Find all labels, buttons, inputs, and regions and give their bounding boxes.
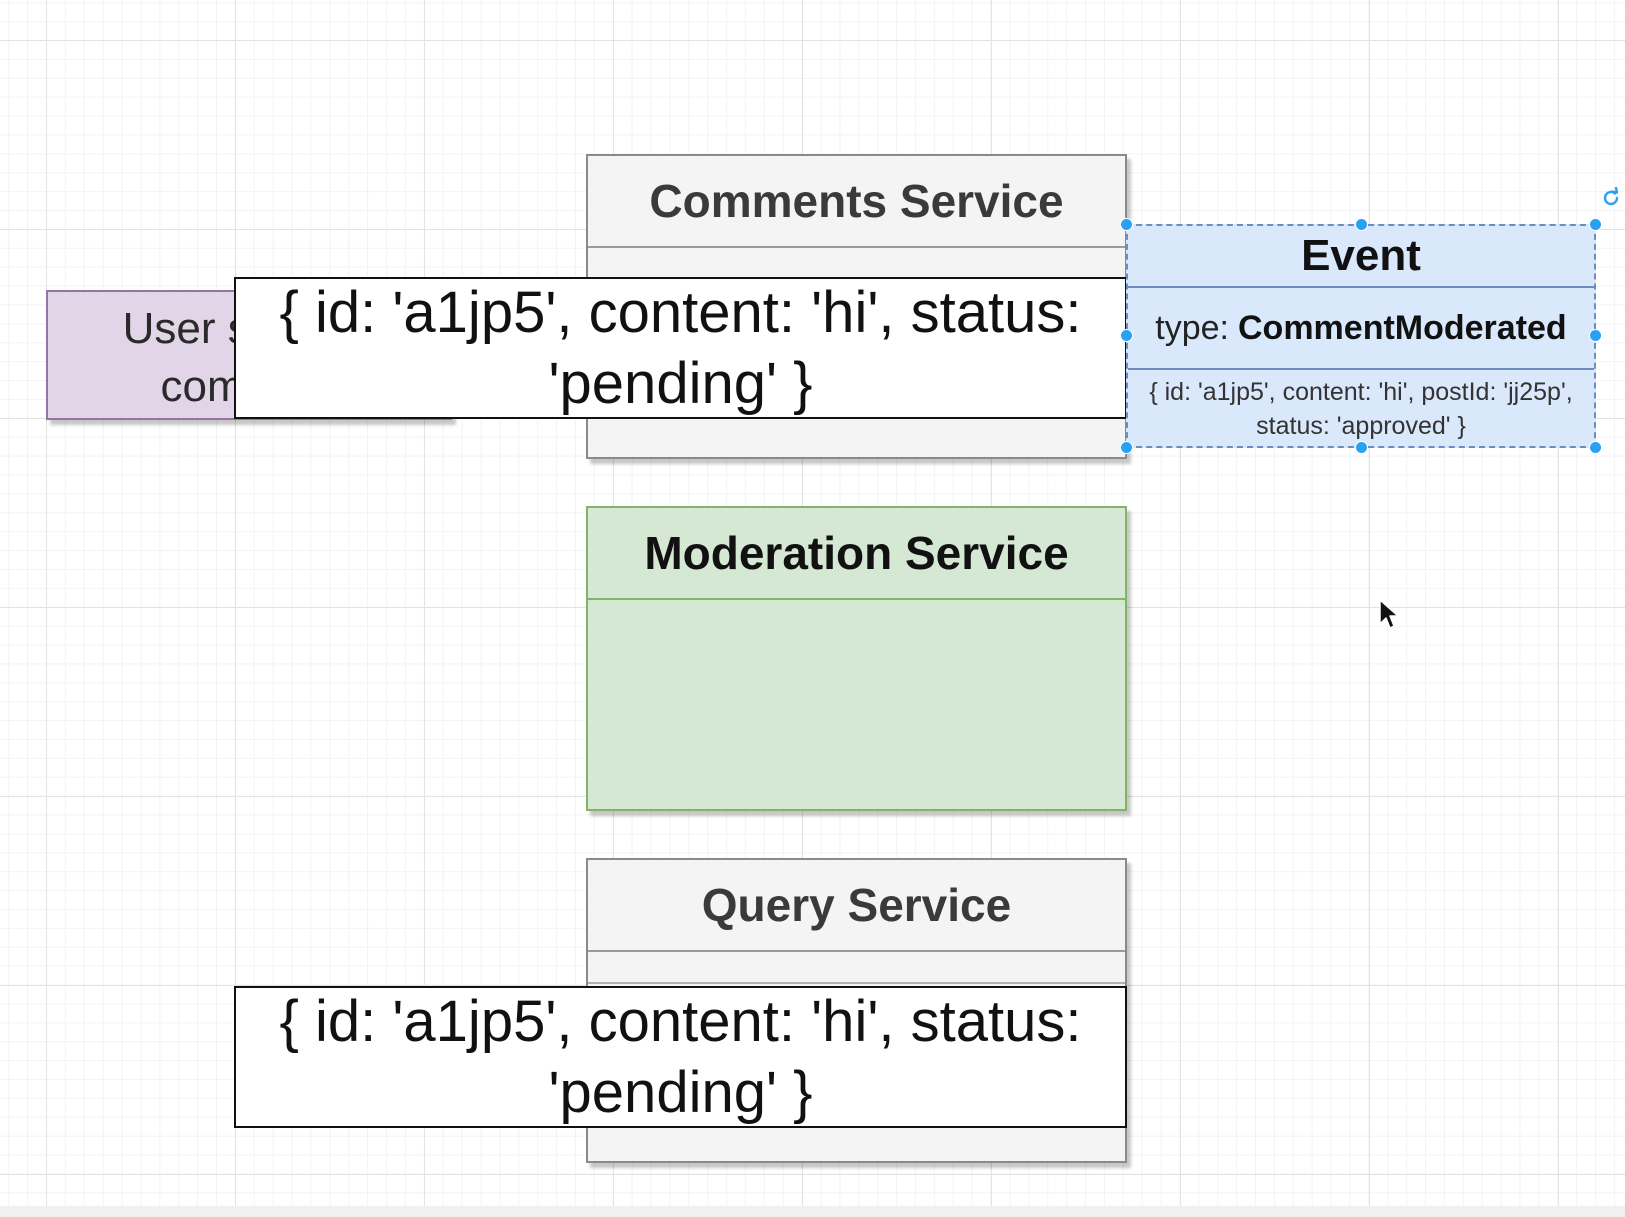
selection-handle-bottom-left[interactable] [1120, 441, 1133, 454]
event-type-value: CommentModerated [1238, 308, 1567, 347]
comment-payload-top[interactable]: { id: 'a1jp5', content: 'hi', status: 'p… [234, 277, 1127, 419]
event-type-label: type: [1155, 308, 1229, 347]
selection-handle-top-left[interactable] [1120, 218, 1133, 231]
event-box[interactable]: Event type: CommentModerated { id: 'a1jp… [1126, 224, 1596, 448]
selection-handle-middle-right[interactable] [1589, 329, 1602, 342]
selection-handle-bottom-right[interactable] [1589, 441, 1602, 454]
mouse-pointer-icon [1379, 599, 1399, 629]
query-service-title: Query Service [588, 860, 1125, 952]
moderation-service-box[interactable]: Moderation Service [586, 506, 1127, 811]
comments-service-row [588, 248, 1125, 280]
event-body: { id: 'a1jp5', content: 'hi', postId: 'j… [1149, 378, 1573, 440]
selection-handle-middle-left[interactable] [1120, 329, 1133, 342]
comment-payload-bottom[interactable]: { id: 'a1jp5', content: 'hi', status: 'p… [234, 986, 1127, 1128]
selection-handle-top-center[interactable] [1355, 218, 1368, 231]
comments-service-title: Comments Service [588, 156, 1125, 248]
rotate-handle-icon[interactable] [1600, 187, 1622, 209]
query-service-row [588, 952, 1125, 984]
event-type-row: type: CommentModerated [1128, 288, 1594, 370]
selection-handle-top-right[interactable] [1589, 218, 1602, 231]
moderation-service-title: Moderation Service [588, 508, 1125, 600]
canvas-bottom-edge [0, 1206, 1625, 1217]
event-title: Event [1128, 226, 1594, 288]
selection-handle-bottom-center[interactable] [1355, 441, 1368, 454]
